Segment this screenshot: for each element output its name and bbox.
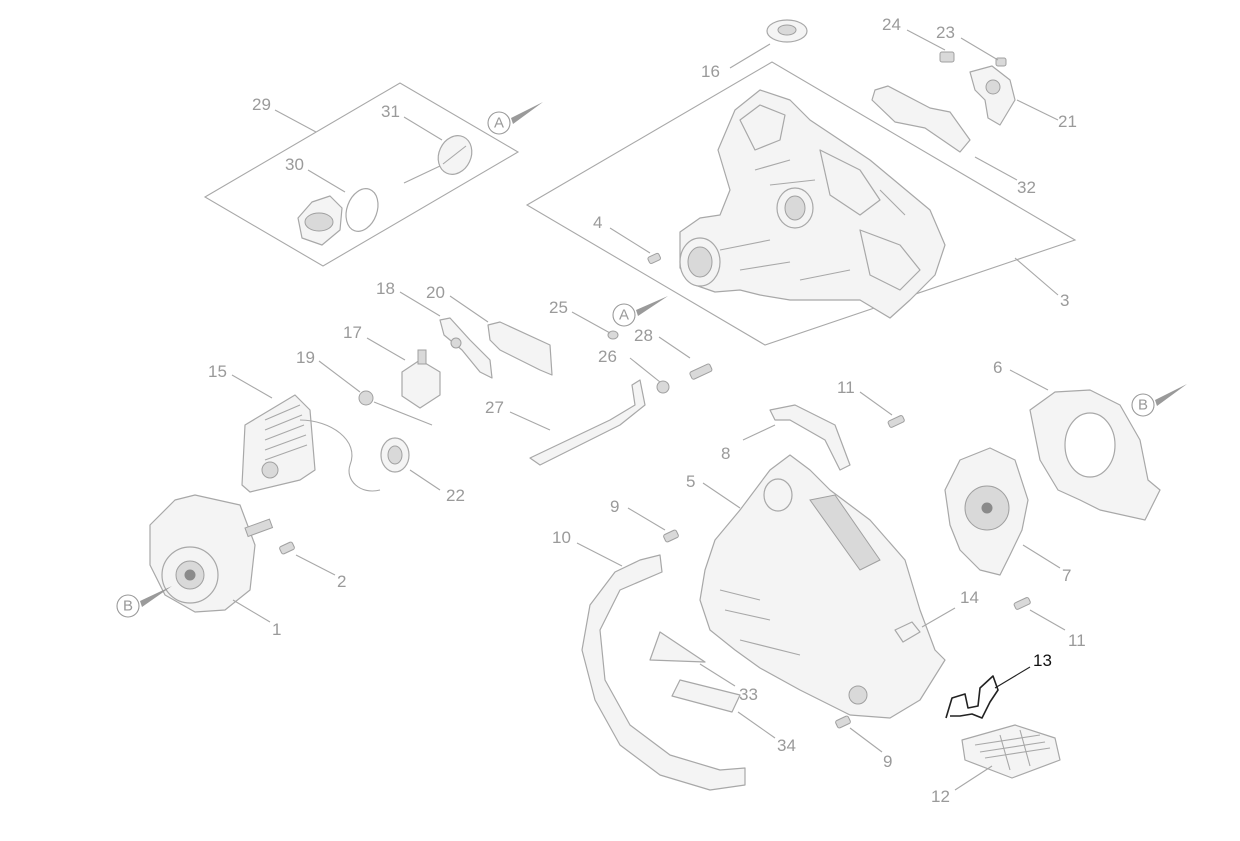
callout-29: 29	[252, 95, 271, 114]
callout-12: 12	[931, 787, 950, 806]
callout-numbers: 29 31 30 16 24 23 21 32 4 3 18 20 25 28 …	[208, 15, 1086, 806]
part-30-o-ring	[345, 188, 379, 232]
callout-22: 22	[446, 486, 465, 505]
part-19-nut	[358, 390, 433, 426]
part-23-screw	[995, 57, 1007, 67]
part-11-screw-lower	[1013, 597, 1031, 610]
part-33-decal	[649, 631, 706, 663]
part-3-main-housing	[679, 89, 946, 319]
callout-13: 13	[1033, 651, 1052, 670]
callout-17: 17	[343, 323, 362, 342]
callout-6: 6	[993, 358, 1002, 377]
callout-16: 16	[701, 62, 720, 81]
callout-19: 19	[296, 348, 315, 367]
part-15-control-module	[241, 394, 381, 493]
part-10-handle	[581, 554, 746, 791]
part-34-decal	[671, 679, 741, 713]
callout-10: 10	[552, 528, 571, 547]
callout-23: 23	[936, 23, 955, 42]
leader-lines	[231, 29, 1066, 791]
part-20-trigger	[487, 321, 553, 376]
part-26-fitting	[656, 380, 670, 394]
part-9-screw-lower	[835, 715, 851, 729]
part-32-gasket	[871, 85, 971, 153]
callout-32: 32	[1017, 178, 1036, 197]
svg-text:A: A	[494, 115, 504, 132]
part-1-flywheel	[149, 494, 274, 613]
part-12-filter	[961, 724, 1061, 779]
callout-1: 1	[272, 620, 281, 639]
part-28-screw	[689, 363, 713, 380]
part-24-clip	[939, 51, 955, 63]
part-27-fuel-line	[529, 379, 646, 466]
callout-15: 15	[208, 362, 227, 381]
part-25-nut	[607, 330, 619, 340]
callout-21: 21	[1058, 112, 1077, 131]
part-29-cap-assembly	[297, 195, 343, 246]
part-4-screw	[647, 252, 661, 265]
ref-marker-b-left: B	[116, 586, 172, 618]
callout-28: 28	[634, 326, 653, 345]
ref-marker-b-right: B	[1131, 384, 1187, 417]
callout-33: 33	[739, 685, 758, 704]
part-13-wire-clip	[945, 675, 999, 719]
part-22-grommet	[380, 437, 410, 473]
part-14-clip	[894, 621, 921, 643]
svg-text:B: B	[123, 598, 133, 615]
callout-7: 7	[1062, 566, 1071, 585]
part-5-rear-housing	[699, 454, 946, 719]
part-18-lever	[439, 317, 493, 379]
part-31-cap-disc	[403, 135, 473, 184]
part-8-bracket	[769, 404, 851, 471]
ref-marker-a-mid: A	[612, 296, 668, 327]
svg-text:B: B	[1138, 397, 1148, 414]
callout-5: 5	[686, 472, 695, 491]
part-2-screw	[279, 541, 295, 555]
callout-4: 4	[593, 213, 602, 232]
callout-24: 24	[882, 15, 901, 34]
group-box-3	[525, 61, 1077, 346]
part-6-fan-cover	[1029, 389, 1161, 521]
callout-8: 8	[721, 444, 730, 463]
part-9-screw-upper	[663, 529, 679, 543]
callout-14: 14	[960, 588, 979, 607]
callout-9-upper: 9	[610, 497, 619, 516]
part-17-switch	[401, 349, 441, 409]
callout-11-lower: 11	[1068, 631, 1086, 650]
callout-30: 30	[285, 155, 304, 174]
callout-2: 2	[337, 572, 346, 591]
callout-34: 34	[777, 736, 796, 755]
svg-text:A: A	[619, 307, 629, 324]
part-7-fan	[944, 447, 1029, 576]
callout-26: 26	[598, 347, 617, 366]
callout-31: 31	[381, 102, 400, 121]
callout-3: 3	[1060, 291, 1069, 310]
part-11-screw-upper	[887, 415, 905, 428]
callout-11-upper: 11	[837, 378, 855, 397]
group-box-29	[203, 82, 520, 267]
part-16-plug	[766, 19, 808, 43]
ref-marker-a-top: A	[487, 102, 543, 135]
callout-25: 25	[549, 298, 568, 317]
callout-20: 20	[426, 283, 445, 302]
callout-18: 18	[376, 279, 395, 298]
callout-9-lower: 9	[883, 752, 892, 771]
part-21-valve	[969, 65, 1016, 126]
callout-27: 27	[485, 398, 504, 417]
